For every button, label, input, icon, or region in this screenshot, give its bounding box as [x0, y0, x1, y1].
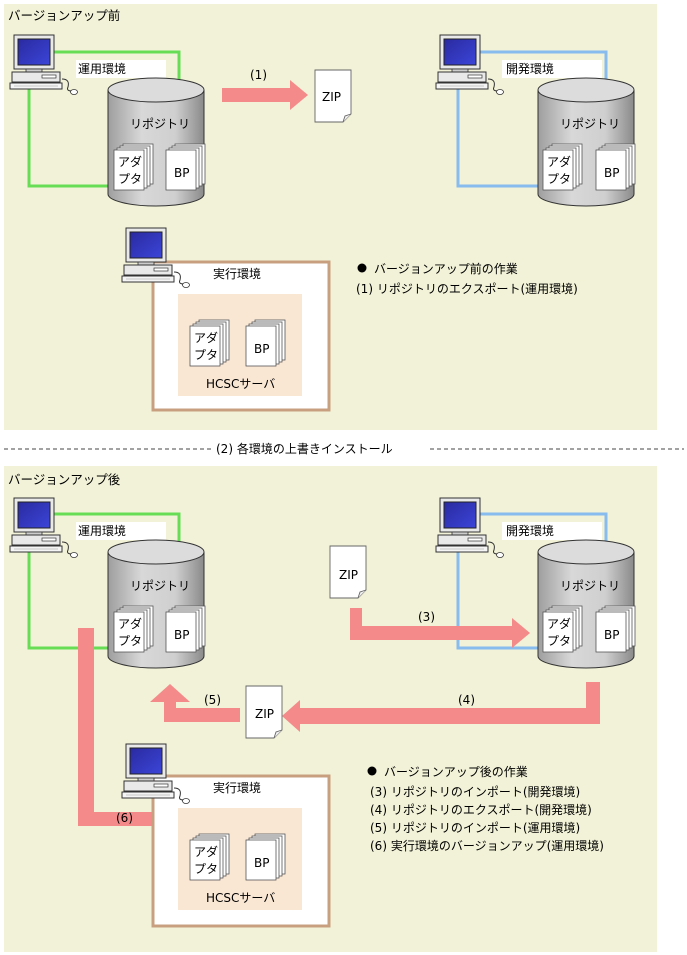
after-exec-adapter-l1: アダ — [194, 844, 218, 859]
before-exec-adapter-l2: プタ — [194, 348, 218, 362]
arrow-3 — [350, 608, 530, 648]
after-ops-env-label: 運用環境 — [78, 523, 126, 538]
after-section-title: バージョンアップ後 — [8, 472, 121, 487]
before-dev-adapter-l1: アダ — [547, 154, 571, 169]
after-dev-repository-label: リポジトリ — [560, 579, 620, 593]
arrow-1-label: (1) — [250, 68, 267, 82]
after-ops-bp-label: BP — [174, 628, 189, 642]
before-exec-env-label: 実行環境 — [213, 266, 261, 281]
before-ops-repository: リポジトリ アダ プタ BP — [107, 77, 206, 207]
after-note-4: (4) リポジトリのエクスポート(開発環境) — [370, 802, 592, 817]
divider-label: (2) 各環境の上書きインストール — [216, 441, 393, 456]
before-dev-env-label-bg — [502, 60, 602, 78]
arrow-3-label: (3) — [418, 610, 435, 624]
after-ops-repository-label: リポジトリ — [130, 579, 190, 593]
after-note-3: (3) リポジトリのインポート(開発環境) — [370, 784, 580, 799]
before-ops-env-label: 運用環境 — [78, 61, 126, 76]
arrow-4-label: (4) — [458, 693, 475, 707]
before-ops-env-label-bg — [76, 60, 166, 78]
after-exec-env-label: 実行環境 — [213, 780, 261, 795]
before-dev-env-label: 開発環境 — [506, 61, 554, 76]
before-zip-label: ZIP — [322, 90, 341, 104]
after-dev-bp-label: BP — [604, 628, 619, 642]
before-exec-bp-label: BP — [254, 342, 269, 356]
after-ops-adapter-l1: アダ — [118, 616, 142, 631]
before-ops-bp-label: BP — [174, 166, 189, 180]
arrow-4 — [300, 682, 600, 724]
arrow-5 — [150, 684, 240, 722]
before-note-1: (1) リポジトリのエクスポート(運用環境) — [356, 281, 578, 296]
arrow-6-label: (6) — [116, 811, 133, 825]
after-exec-bp-label: BP — [254, 856, 269, 870]
after-notes-bullet — [367, 766, 377, 776]
before-section-title: バージョンアップ前 — [8, 8, 120, 23]
after-ops-env-label-bg — [76, 522, 166, 540]
after-server-label: HCSCサーバ — [206, 891, 275, 905]
arrow-1 — [222, 80, 308, 110]
after-note-6: (6) 実行環境のバージョンアップ(運用環境) — [370, 838, 604, 853]
before-ops-adapter-l1: アダ — [118, 154, 142, 169]
before-dev-repository: リポジトリ アダ プタ BP — [537, 77, 636, 207]
after-ops-repository: リポジトリ アダ プタ BP — [107, 539, 206, 669]
after-dev-repository: リポジトリ アダ プタ BP — [537, 539, 636, 669]
before-dev-adapter-l2: プタ — [547, 172, 571, 186]
before-dev-repository-label: リポジトリ — [560, 117, 620, 131]
after-dev-env-label: 開発環境 — [506, 523, 554, 538]
before-ops-repository-label: リポジトリ — [130, 117, 190, 131]
after-note-5: (5) リポジトリのインポート(運用環境) — [370, 820, 580, 835]
arrow-4-head — [282, 700, 300, 732]
after-dev-adapter-l1: アダ — [547, 616, 571, 631]
after-zip-label-lower: ZIP — [255, 707, 274, 721]
before-dev-bp-label: BP — [604, 166, 619, 180]
arrow-5-label: (5) — [204, 693, 221, 707]
after-dev-env-label-bg — [502, 522, 602, 540]
after-ops-adapter-l2: プタ — [118, 634, 142, 648]
before-notes-title: バージョンアップ前の作業 — [374, 261, 518, 276]
before-server-label: HCSCサーバ — [206, 377, 275, 391]
after-exec-adapter-l2: プタ — [194, 862, 218, 876]
after-notes-title: バージョンアップ後の作業 — [384, 765, 528, 779]
after-dev-adapter-l2: プタ — [547, 634, 571, 648]
before-ops-adapter-l2: プタ — [118, 172, 142, 186]
after-zip-label-upper: ZIP — [339, 568, 358, 582]
before-exec-adapter-l1: アダ — [194, 330, 218, 345]
before-notes-bullet — [357, 263, 367, 273]
